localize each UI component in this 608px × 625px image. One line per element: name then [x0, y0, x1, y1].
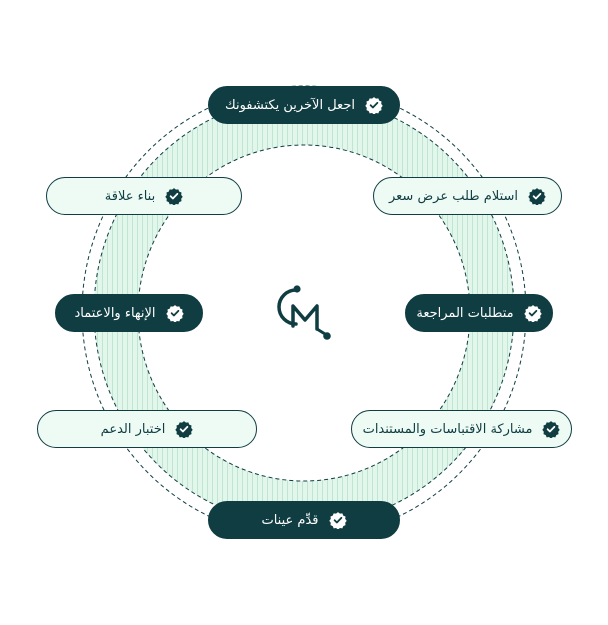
step-label: اختبار الدعم	[100, 421, 166, 437]
verified-badge-icon	[165, 187, 183, 205]
cm-logo-icon	[272, 282, 334, 344]
verified-badge-icon	[542, 420, 561, 438]
step-get-discovered: اجعل الآخرين يكتشفونك	[208, 86, 400, 124]
step-label: بناء علاقة	[104, 188, 156, 204]
step-share-quotes-documents: مشاركة الاقتباسات والمستندات	[351, 410, 572, 448]
step-label: متطلبات المراجعة	[416, 305, 514, 321]
step-build-relationship: بناء علاقة	[46, 177, 242, 215]
verified-badge-icon	[528, 187, 546, 205]
step-label: اجعل الآخرين يكتشفونك	[225, 97, 355, 113]
step-receive-rfq: استلام طلب عرض سعر	[373, 177, 562, 215]
step-support-testing: اختبار الدعم	[37, 410, 257, 448]
step-label: الإنهاء والاعتماد	[74, 305, 156, 321]
verified-badge-icon	[328, 511, 347, 529]
step-label: استلام طلب عرض سعر	[388, 188, 519, 204]
step-provide-samples: قدِّم عينات	[208, 501, 400, 539]
verified-badge-icon	[365, 96, 383, 114]
step-label: قدِّم عينات	[261, 512, 319, 528]
verified-badge-icon	[175, 420, 194, 438]
step-label: مشاركة الاقتباسات والمستندات	[362, 421, 533, 437]
verified-badge-icon	[523, 304, 542, 322]
step-review-requirements: متطلبات المراجعة	[405, 294, 553, 332]
step-finalize-approve: الإنهاء والاعتماد	[55, 294, 203, 332]
verified-badge-icon	[165, 304, 184, 322]
